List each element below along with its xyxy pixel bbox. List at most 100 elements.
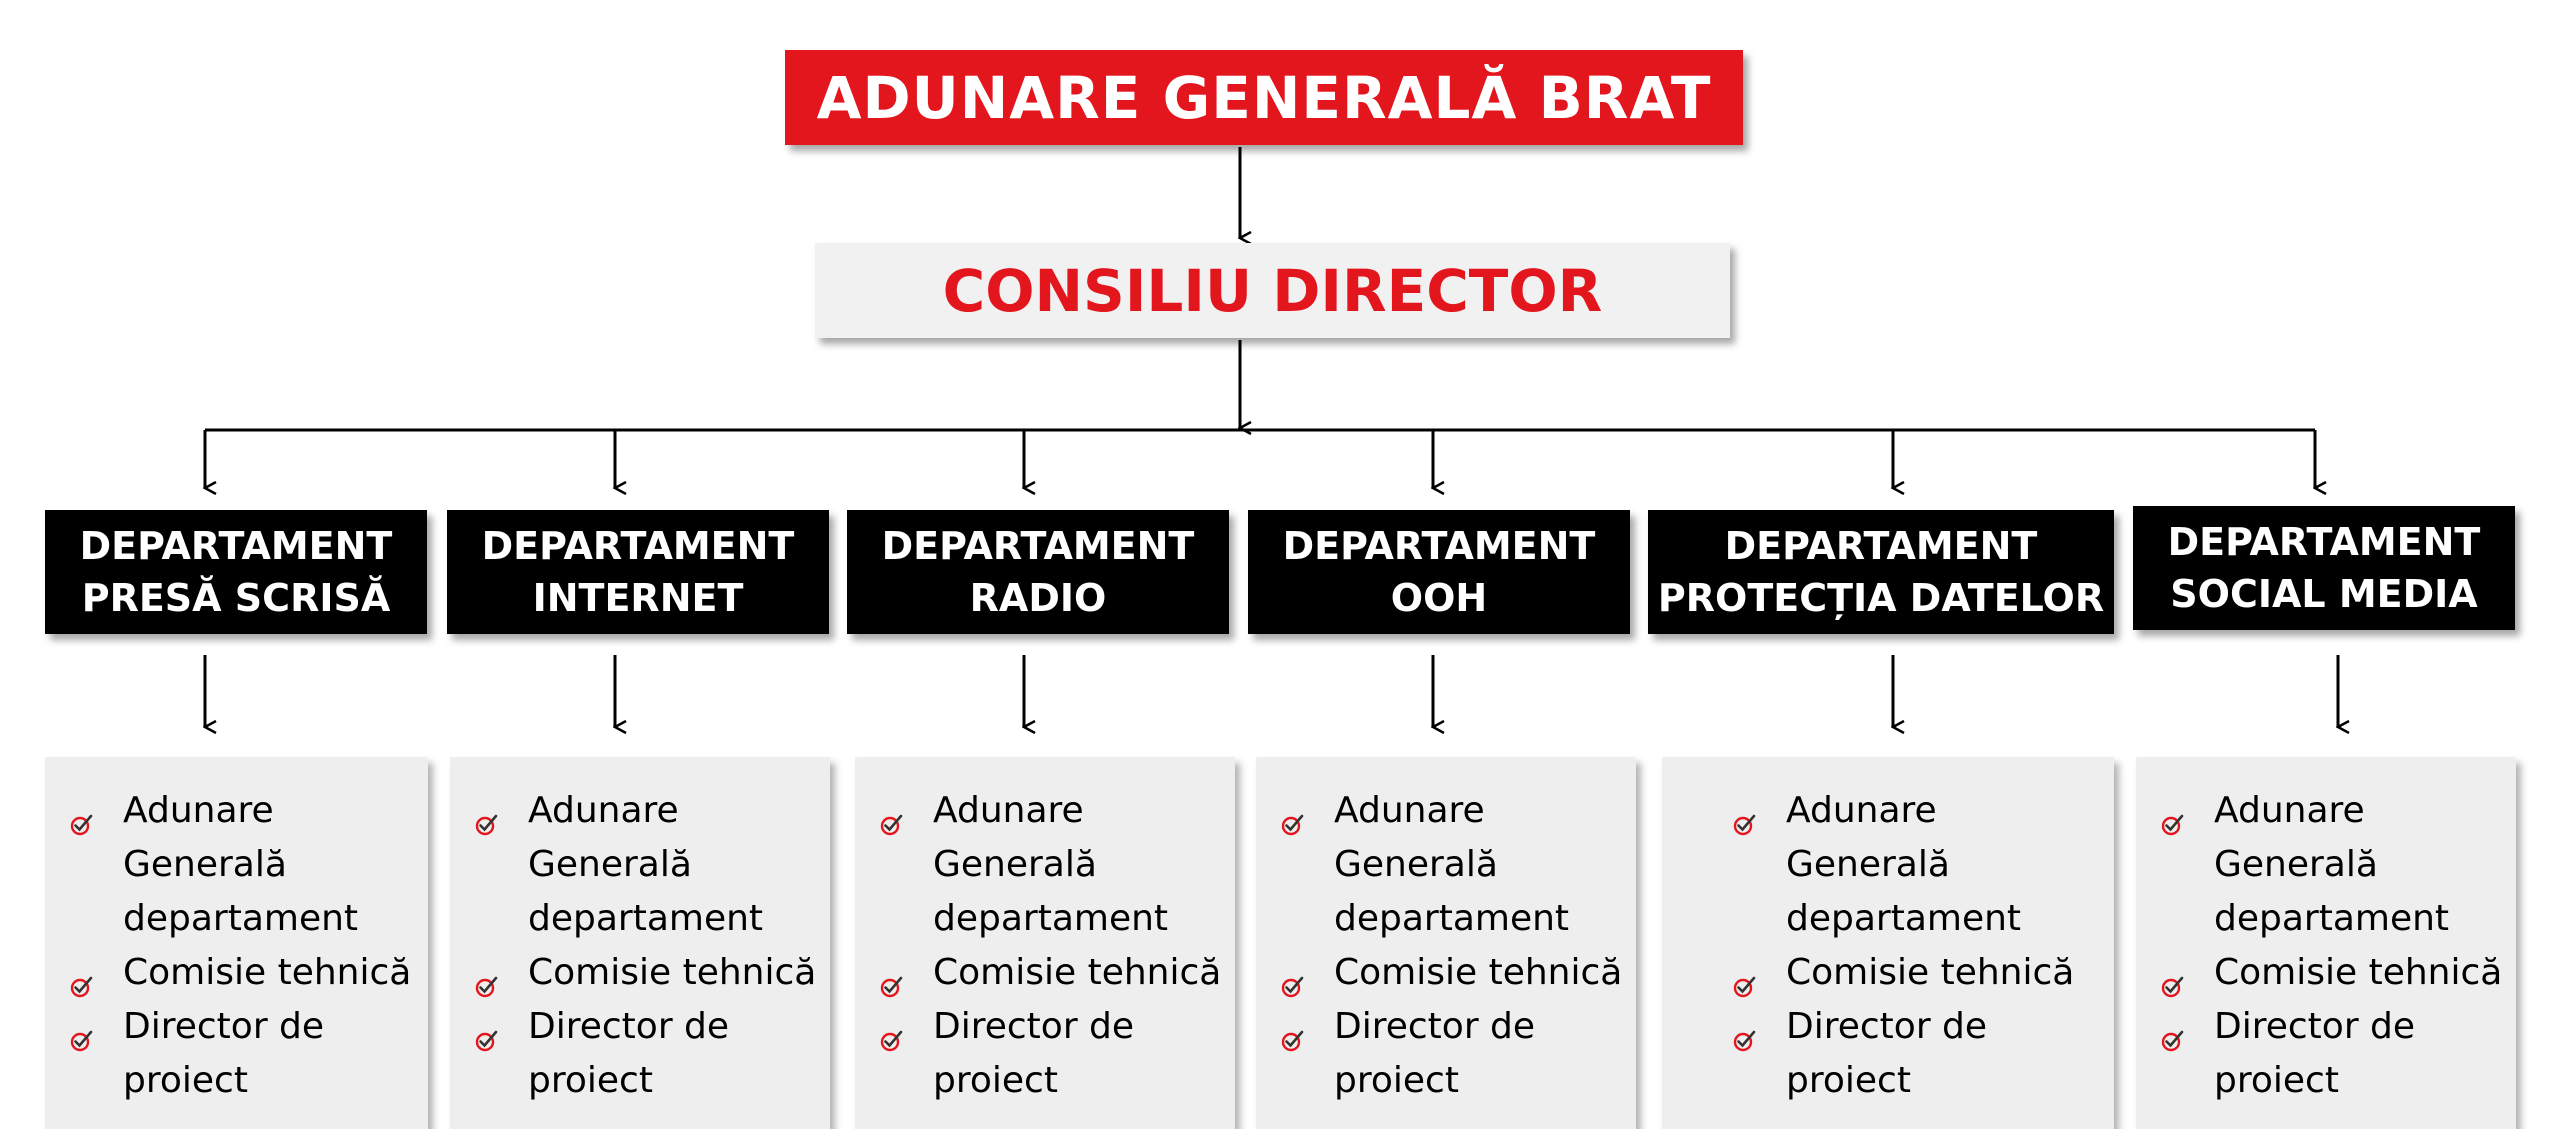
role-item-text: departament <box>1786 898 2022 939</box>
check-circle-icon <box>69 1015 93 1052</box>
role-item-text: Director de <box>933 1006 1135 1047</box>
check-circle-icon <box>474 961 498 998</box>
role-item-text: Generală <box>528 844 692 885</box>
role-item-text: Generală <box>1334 844 1498 885</box>
department-title-line2: INTERNET <box>532 576 744 620</box>
role-item-text: Director de <box>528 1006 730 1047</box>
role-item-text: proiect <box>528 1060 653 1101</box>
role-item-text: Comisie tehnică <box>123 952 412 993</box>
check-circle-icon <box>1732 961 1756 998</box>
department-title-line1: DEPARTAMENT <box>1282 524 1596 568</box>
department-title-line1: DEPARTAMENT <box>881 524 1195 568</box>
check-circle-icon <box>879 1015 903 1052</box>
check-circle-icon <box>69 799 93 836</box>
check-circle-icon <box>1280 799 1304 836</box>
check-circle-icon <box>879 961 903 998</box>
general-assembly-label: ADUNARE GENERALĂ BRAT <box>816 63 1712 132</box>
role-item: Director de proiect <box>450 1000 830 1108</box>
department-title-line2: PRESĂ SCRISĂ <box>81 576 391 620</box>
role-item-text: Generală <box>933 844 1097 885</box>
role-item: Comisie tehnică <box>45 946 428 1000</box>
role-item: Comisie tehnică <box>450 946 830 1000</box>
department-title-line1: DEPARTAMENT <box>2167 520 2481 564</box>
role-item-text: Director de <box>1786 1006 1988 1047</box>
role-item-text: proiect <box>123 1060 248 1101</box>
role-item-text: departament <box>1334 898 1570 939</box>
check-circle-icon <box>1732 799 1756 836</box>
role-item: Director de proiect <box>1708 1000 2114 1108</box>
role-item-text: Director de <box>2214 1006 2416 1047</box>
department-title-line2: RADIO <box>969 576 1107 620</box>
role-item-text: proiect <box>1786 1060 1911 1101</box>
role-item-text: Generală <box>1786 844 1950 885</box>
role-item-text: Comisie tehnică <box>2214 952 2503 993</box>
check-circle-icon <box>1732 1015 1756 1052</box>
check-circle-icon <box>2160 961 2184 998</box>
role-item-text: Generală <box>123 844 287 885</box>
role-item: Comisie tehnică <box>855 946 1235 1000</box>
role-item: Director de proiect <box>2136 1000 2516 1108</box>
role-item: Comisie tehnică <box>1708 946 2114 1000</box>
role-item-text: proiect <box>2214 1060 2339 1101</box>
department-box-4: DEPARTAMENT OOH <box>1248 510 1630 634</box>
department-title-line1: DEPARTAMENT <box>79 524 393 568</box>
check-circle-icon <box>2160 1015 2184 1052</box>
department-title-line1: DEPARTAMENT <box>1724 524 2038 568</box>
role-item-text: departament <box>933 898 1169 939</box>
check-circle-icon <box>474 799 498 836</box>
department-box-1: DEPARTAMENT PRESĂ SCRISĂ <box>45 510 427 634</box>
role-item-text: Comisie tehnică <box>933 952 1222 993</box>
role-item: Director de proiect <box>855 1000 1235 1108</box>
role-item-text: Generală <box>2214 844 2378 885</box>
department-title-line2: OOH <box>1390 576 1488 620</box>
department-box-2: DEPARTAMENT INTERNET <box>447 510 829 634</box>
department-title-line2: SOCIAL MEDIA <box>2170 572 2478 616</box>
check-circle-icon <box>1280 961 1304 998</box>
council-label: CONSILIU DIRECTOR <box>942 256 1603 325</box>
check-circle-icon <box>2160 799 2184 836</box>
check-circle-icon <box>474 1015 498 1052</box>
role-item-text: Adunare <box>2214 790 2365 831</box>
role-item-text: Adunare <box>528 790 679 831</box>
role-item-text: proiect <box>933 1060 1058 1101</box>
role-item-text: proiect <box>1334 1060 1459 1101</box>
role-item-text: Adunare <box>1786 790 1937 831</box>
role-item: Comisie tehnică <box>1256 946 1636 1000</box>
role-item-text: Comisie tehnică <box>1334 952 1623 993</box>
department-title-line1: DEPARTAMENT <box>481 524 795 568</box>
department-box-5: DEPARTAMENT PROTECȚIA DATELOR <box>1648 510 2114 634</box>
role-item: Director de proiect <box>1256 1000 1636 1108</box>
department-box-6: DEPARTAMENT SOCIAL MEDIA <box>2133 506 2515 630</box>
role-item: Comisie tehnică <box>2136 946 2516 1000</box>
role-item-text: Comisie tehnică <box>528 952 817 993</box>
general-assembly-box: ADUNARE GENERALĂ BRAT <box>785 50 1743 145</box>
role-item-text: Director de <box>1334 1006 1536 1047</box>
department-title-line2: PROTECȚIA DATELOR <box>1657 576 2105 620</box>
role-item-text: Adunare <box>123 790 274 831</box>
role-item-text: Adunare <box>1334 790 1485 831</box>
check-circle-icon <box>69 961 93 998</box>
role-item-text: departament <box>528 898 764 939</box>
role-item-text: departament <box>2214 898 2450 939</box>
council-box: CONSILIU DIRECTOR <box>815 243 1730 338</box>
